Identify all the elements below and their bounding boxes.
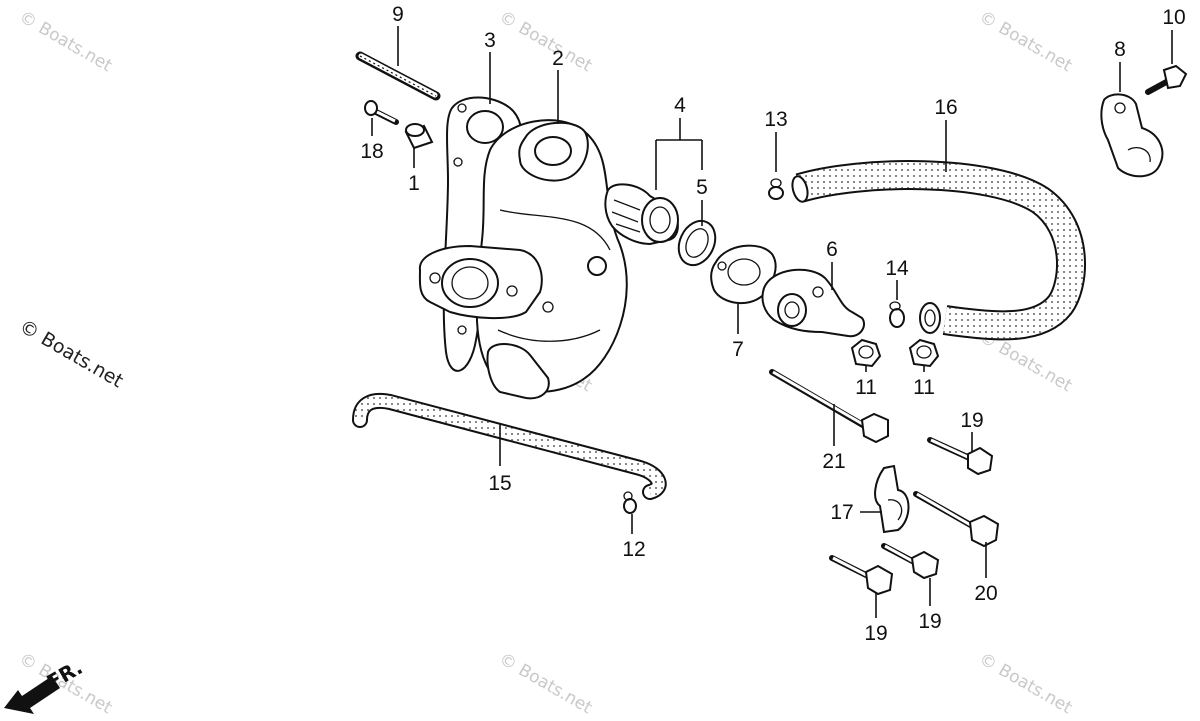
watermark-bottom-center: © Boats.net <box>496 649 596 718</box>
watermark-main: © Boats.net <box>16 315 127 392</box>
watermark-top-center: © Boats.net <box>496 7 596 76</box>
callout-10: 10 <box>1162 6 1185 29</box>
callout-19c: 19 <box>864 622 887 645</box>
callout-15: 15 <box>488 472 511 495</box>
part-bolt-18 <box>364 100 399 125</box>
callout-4: 4 <box>674 94 686 117</box>
callout-16: 16 <box>934 96 957 119</box>
callout-19b: 19 <box>918 610 941 633</box>
callout-8: 8 <box>1114 38 1126 61</box>
part-pump-housing <box>418 119 628 400</box>
callout-2: 2 <box>552 47 564 70</box>
callout-7: 7 <box>732 338 744 361</box>
callout-labels: 9 3 2 4 5 13 16 8 10 18 1 6 14 7 11 11 1… <box>360 3 1185 645</box>
callout-20: 20 <box>974 582 997 605</box>
watermark-top-right: © Boats.net <box>976 7 1076 76</box>
callout-18: 18 <box>360 140 383 163</box>
leader-lines <box>371 26 1173 618</box>
front-arrow-icon <box>4 676 60 714</box>
part-clip-13 <box>768 178 784 200</box>
part-thermostat-cover <box>761 268 866 338</box>
callout-9: 9 <box>392 3 404 26</box>
part-thermostat <box>604 183 679 246</box>
watermark-top-left: © Boats.net <box>16 7 116 76</box>
part-hose-15 <box>352 393 667 500</box>
callout-19a: 19 <box>960 409 983 432</box>
part-nut-11b <box>908 338 940 368</box>
part-seal-ring <box>677 219 717 267</box>
part-bolt-10 <box>1145 64 1188 95</box>
callout-6: 6 <box>826 238 838 261</box>
part-clamp-17 <box>874 464 910 534</box>
part-collar <box>404 123 434 150</box>
callout-17: 17 <box>830 501 853 524</box>
part-bolt-19c <box>829 555 894 596</box>
part-bolt-19a <box>927 437 994 476</box>
callout-11a: 11 <box>855 376 877 399</box>
callout-1: 1 <box>408 172 420 195</box>
part-clip-12 <box>623 491 637 514</box>
part-bolt-19b <box>881 543 940 580</box>
callout-5: 5 <box>696 176 708 199</box>
callout-14: 14 <box>885 257 909 280</box>
watermark-bottom-right: © Boats.net <box>976 649 1076 718</box>
callout-21: 21 <box>822 450 845 473</box>
part-stud <box>355 51 441 101</box>
part-bolt-21 <box>769 369 889 444</box>
part-clip-14 <box>889 301 905 328</box>
part-bracket-8 <box>1100 93 1164 178</box>
part-nut-11a <box>850 338 882 368</box>
callout-13: 13 <box>764 108 787 131</box>
callout-11b: 11 <box>913 376 935 399</box>
callout-3: 3 <box>484 29 496 52</box>
callout-12: 12 <box>622 538 645 561</box>
part-hose-16 <box>791 160 1086 341</box>
part-bolt-20 <box>913 491 1000 548</box>
